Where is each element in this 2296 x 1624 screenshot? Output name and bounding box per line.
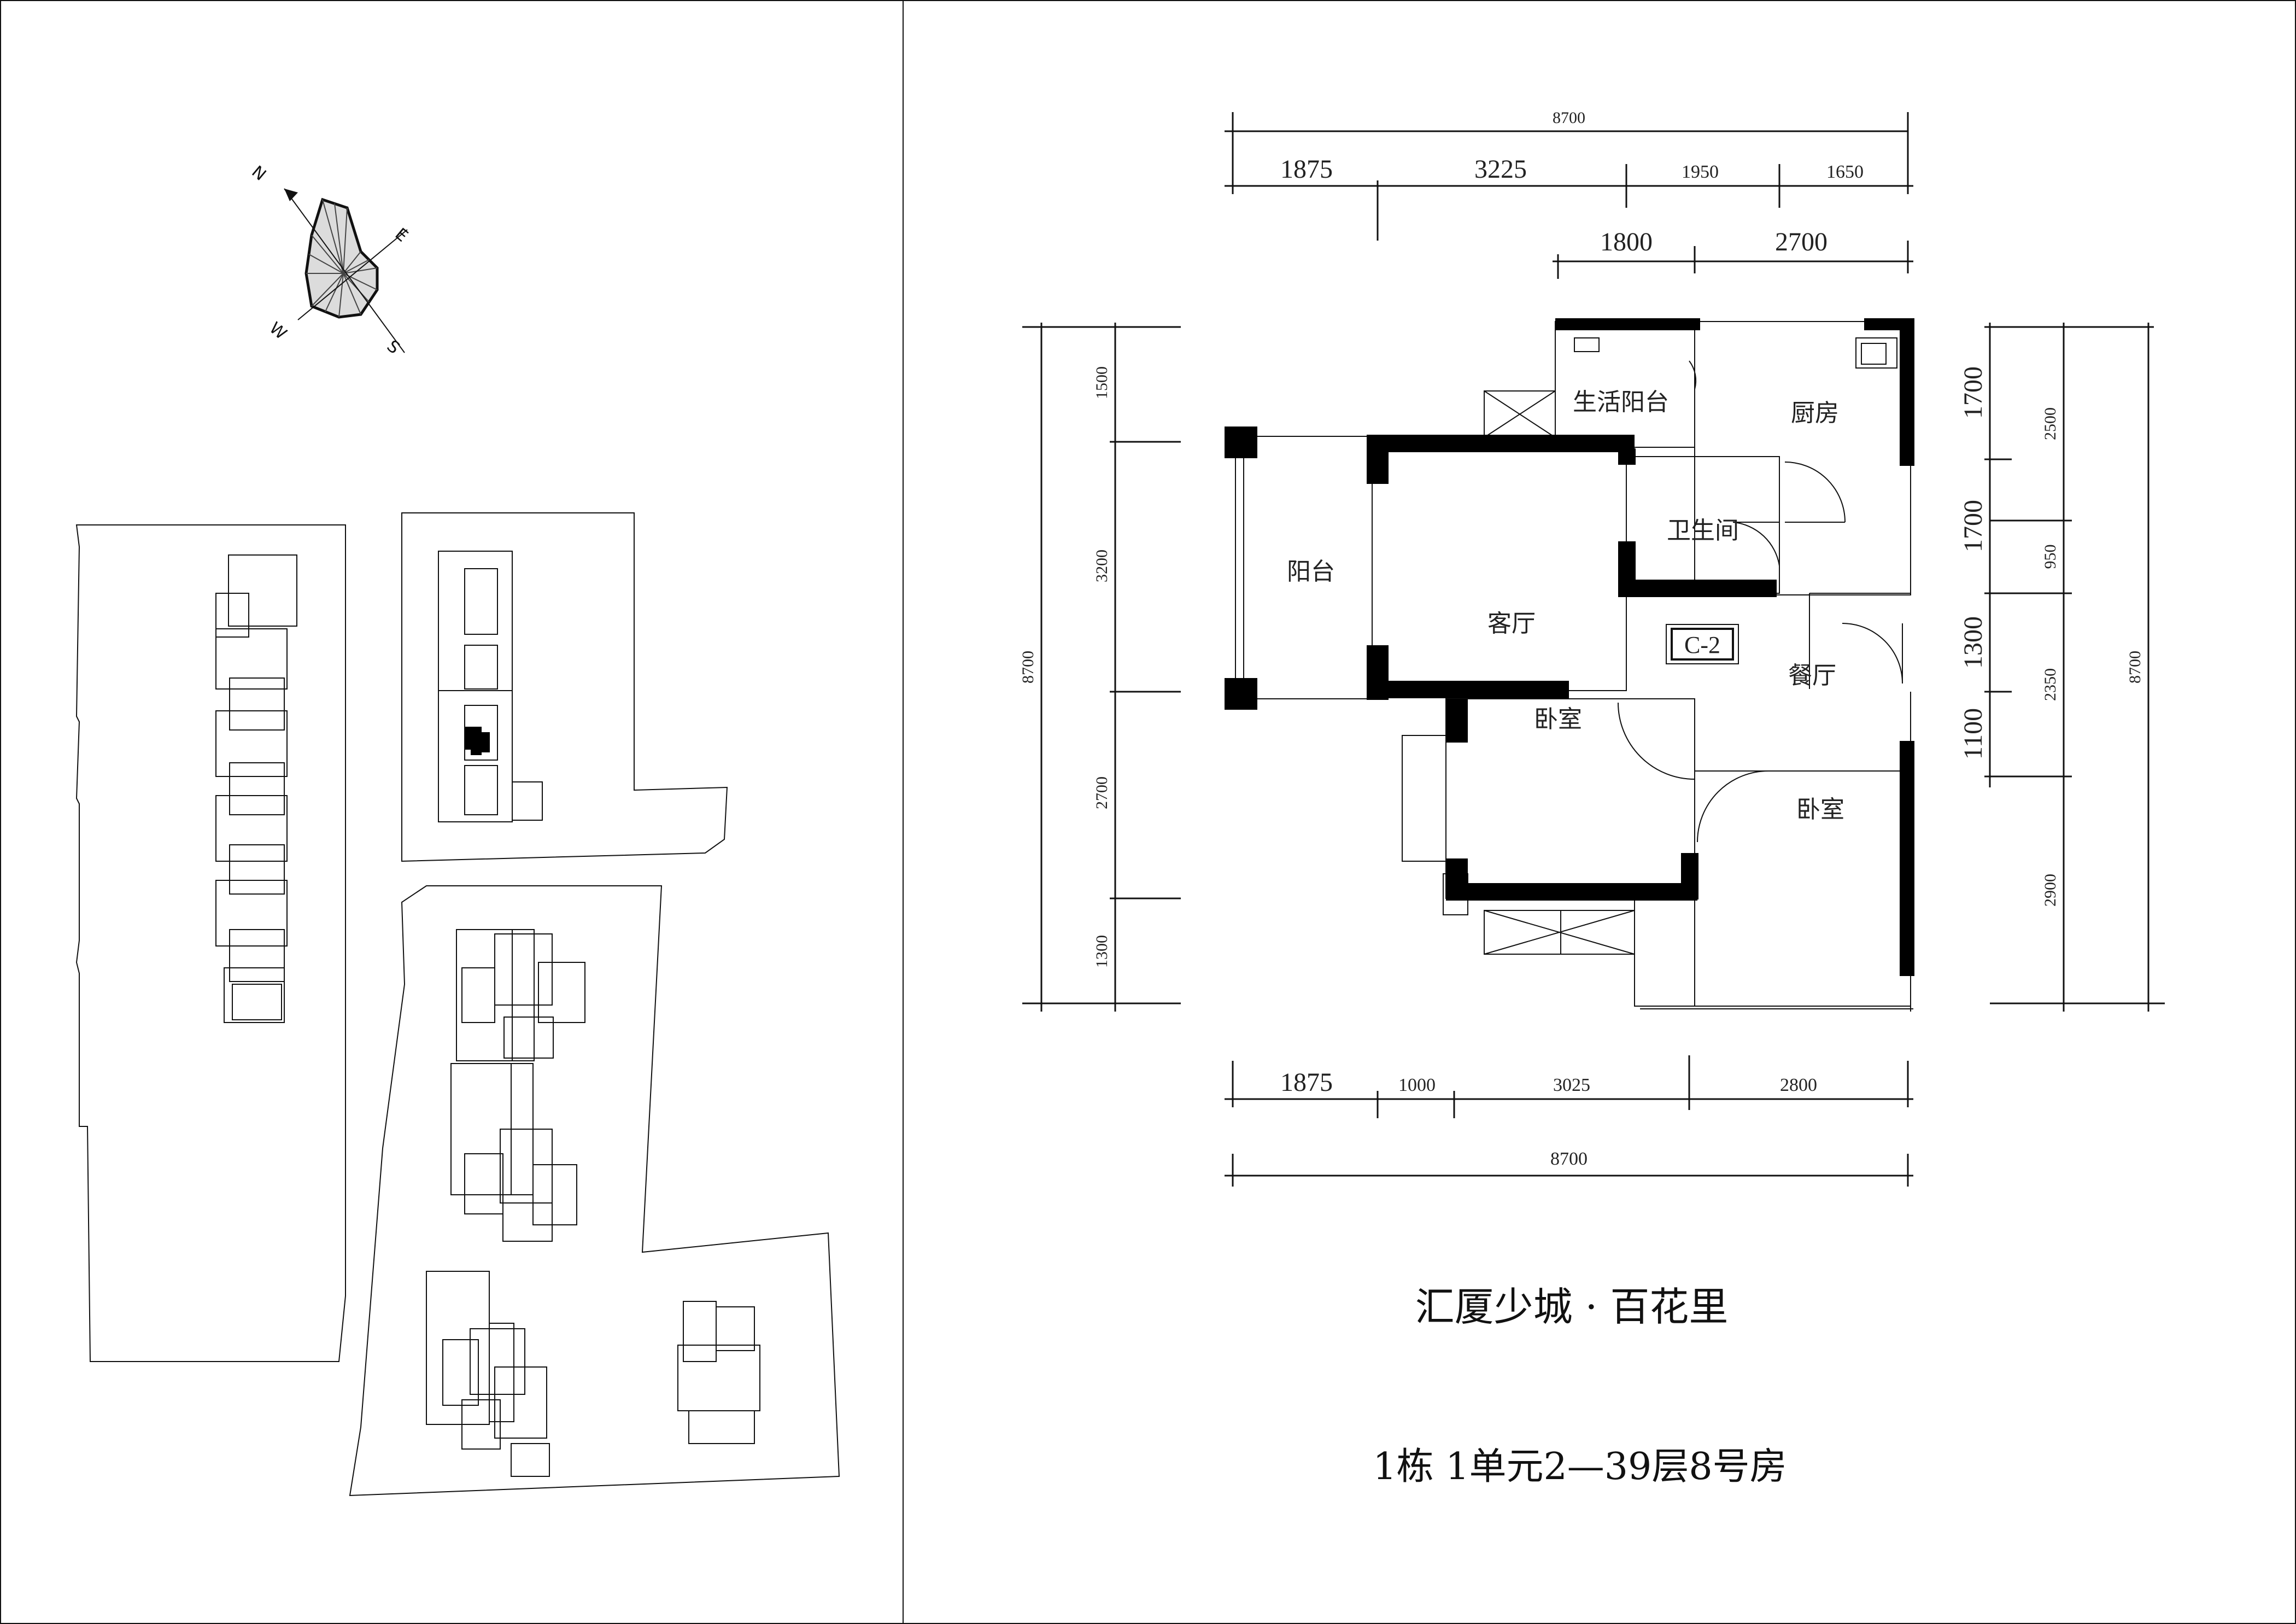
dim-top2-1: 1800	[1600, 227, 1653, 256]
room-bedroom-1: 卧室	[1534, 705, 1582, 733]
site-plot-west	[75, 524, 346, 1362]
dim-left-total: 8700	[1019, 651, 1037, 684]
room-living-room: 客厅	[1487, 610, 1536, 638]
building-northeast	[438, 551, 543, 822]
building-southeast	[426, 929, 760, 1477]
site-plan	[75, 512, 840, 1497]
dim-bottom-1: 1875	[1280, 1068, 1333, 1097]
dimension-labels: 8700 1875 3225 1950 1650 1800 2700 1875 …	[1019, 109, 2144, 1169]
dim-right2-2: 950	[2041, 545, 2059, 569]
room-bathroom: 卫生间	[1667, 517, 1739, 545]
dim-left-2: 3200	[1093, 550, 1111, 582]
dim-top-3: 1950	[1682, 162, 1719, 182]
unit-type-label: C-2	[1684, 632, 1720, 658]
unit-info: 1栋 1单元2—39层8号房	[1373, 1445, 1787, 1488]
dim-right2-4: 2900	[2041, 874, 2059, 907]
room-bedroom-2: 卧室	[1796, 796, 1844, 823]
room-dining-room: 餐厅	[1788, 662, 1836, 690]
dim-left-4: 1300	[1093, 935, 1111, 968]
dim-top2-2: 2700	[1775, 227, 1828, 256]
room-labels: 生活阳台 厨房 卫生间 阳台 客厅 餐厅 卧室 卧室 C-2	[1287, 388, 1844, 823]
compass-east-label: E	[391, 225, 412, 246]
dim-right1-4: 1100	[1959, 708, 1988, 760]
compass-west-label: W	[266, 319, 290, 344]
site-plot-northeast	[401, 512, 728, 862]
site-highlight-unit	[465, 727, 490, 755]
building-west	[215, 554, 297, 1023]
dim-right1-3: 1300	[1959, 616, 1988, 669]
dim-right2-3: 2350	[2041, 668, 2059, 701]
dim-left-1: 1500	[1093, 366, 1111, 399]
dim-right1-1: 1700	[1959, 366, 1988, 419]
compass-north-label: N	[248, 162, 270, 185]
dim-top-2: 3225	[1474, 155, 1527, 184]
dim-right1-2: 1700	[1959, 500, 1988, 552]
dim-left-3: 2700	[1093, 776, 1111, 809]
dim-right2-1: 2500	[2041, 407, 2059, 440]
room-balcony: 阳台	[1287, 558, 1335, 586]
dim-right-total: 8700	[2126, 651, 2144, 684]
dim-bottom-3: 3025	[1553, 1075, 1590, 1095]
unit-type-frame	[1666, 624, 1739, 664]
site-plot-southeast	[349, 885, 840, 1497]
dim-bottom-total: 8700	[1550, 1149, 1588, 1169]
project-title: 汇厦少城 · 百花里	[1415, 1284, 1729, 1330]
wind-rose-compass: N E S W	[248, 162, 411, 358]
dim-top-1: 1875	[1280, 155, 1333, 184]
floor-plan-walls	[1225, 318, 1914, 1012]
dimension-lines	[1022, 112, 2165, 1187]
dim-bottom-2: 1000	[1398, 1075, 1436, 1095]
dim-bottom-4: 2800	[1780, 1075, 1817, 1095]
room-kitchen: 厨房	[1791, 399, 1839, 427]
dim-top-total: 8700	[1553, 109, 1585, 127]
room-utility-balcony: 生活阳台	[1573, 388, 1669, 416]
dim-top-4: 1650	[1826, 162, 1864, 182]
